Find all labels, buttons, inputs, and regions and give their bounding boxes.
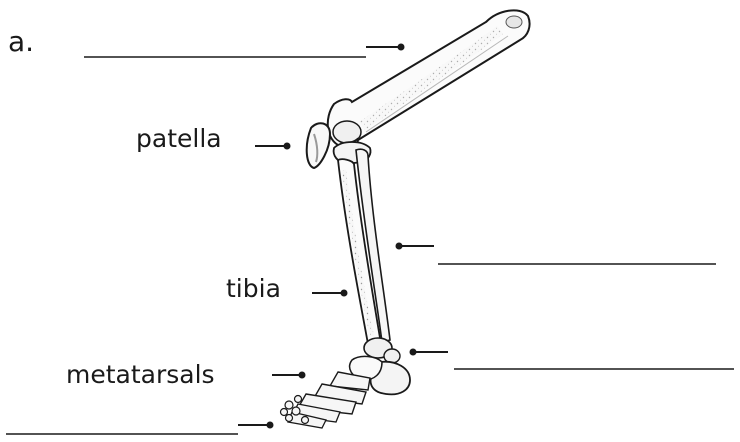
leader-line-tibia — [312, 290, 348, 297]
label-metatarsals: metatarsals — [66, 362, 215, 387]
leader-line-patella — [255, 143, 291, 150]
femur-bone — [328, 10, 530, 149]
leader-line-metatarsals — [272, 372, 306, 379]
leader-line-femur — [366, 44, 405, 51]
leader-line-fibula — [396, 243, 435, 250]
label-patella: patella — [136, 126, 222, 151]
label-tibia: tibia — [226, 276, 281, 301]
leader-line-toes — [238, 422, 274, 429]
patella-bone — [307, 123, 330, 168]
item-letter: a. — [8, 28, 34, 56]
leader-line-ankle — [410, 349, 449, 356]
